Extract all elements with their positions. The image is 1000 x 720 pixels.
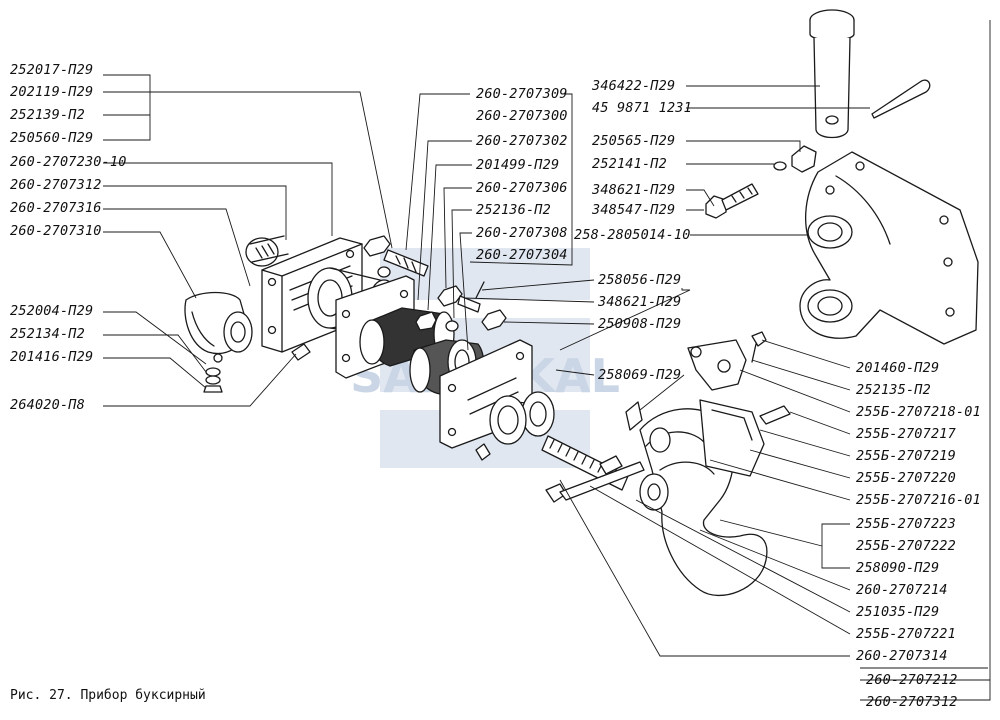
part-label: 260-2707310 <box>10 223 102 239</box>
part-label: 250565-П29 <box>592 133 676 149</box>
part-label: 264020-П8 <box>10 397 85 413</box>
part-label: 250560-П29 <box>10 130 94 146</box>
part-label: 258056-П29 <box>598 272 682 288</box>
part-label: 348621-П29 <box>598 294 682 310</box>
part-label: 260-2707302 <box>476 133 568 149</box>
part-label: 260-2707214 <box>856 582 948 598</box>
part-label: 258090-П29 <box>856 560 940 576</box>
part-label: 252004-П29 <box>10 303 94 319</box>
center-fasteners <box>363 235 507 332</box>
part-label: 255Б-2707217 <box>856 426 956 442</box>
part-label: 252136-П2 <box>476 202 551 218</box>
part-label: 258069-П29 <box>598 367 682 383</box>
mounting-bracket <box>799 151 979 345</box>
part-label: 260-2707304 <box>476 247 568 263</box>
part-label: 260-2707230-10 <box>10 154 127 170</box>
part-label: 201460-П29 <box>856 360 940 376</box>
part-label: 255Б-2707223 <box>856 516 956 532</box>
part-label: 260-2707306 <box>476 180 568 196</box>
left-small-fasteners <box>203 343 311 393</box>
part-label: 348547-П29 <box>592 202 676 218</box>
part-label: 346422-П29 <box>592 78 676 94</box>
part-label: 251035-П29 <box>856 604 940 620</box>
part-label: 260-2707300 <box>476 108 568 124</box>
part-label: 202119-П29 <box>10 84 94 100</box>
part-label: 260-2707309 <box>476 86 568 102</box>
part-label: 252134-П2 <box>10 326 85 342</box>
part-label: 260-2707312 <box>10 177 102 193</box>
part-label: 260-2707308 <box>476 225 568 241</box>
part-label: 252017-П29 <box>10 62 94 78</box>
part-label: 260-2707316 <box>10 200 102 216</box>
hitch-pin <box>809 9 931 139</box>
part-label: 252135-П2 <box>856 382 931 398</box>
tow-hook <box>625 331 791 597</box>
part-label: 255Б-2707220 <box>856 470 956 486</box>
part-label: 45 9871 1231 <box>592 100 692 116</box>
part-label: 250908-П29 <box>598 316 682 332</box>
part-label: 255Б-2707218-01 <box>856 404 981 420</box>
part-label: 260-2707312 <box>866 694 958 710</box>
part-label: 260-2707212 <box>866 672 958 688</box>
part-label: 255Б-2707216-01 <box>856 492 981 508</box>
part-label: 255Б-2707219 <box>856 448 956 464</box>
end-cap-part <box>184 291 253 363</box>
part-label: 258-2805014-10 <box>574 227 691 243</box>
part-label: 260-2707314 <box>856 648 948 664</box>
leader-lines <box>103 20 991 701</box>
threaded-rod <box>489 391 645 503</box>
part-label: 201499-П29 <box>476 157 560 173</box>
part-label: 255Б-2707222 <box>856 538 956 554</box>
part-label: 348621-П29 <box>592 182 676 198</box>
part-label: 201416-П29 <box>10 349 94 365</box>
part-label: 255Б-2707221 <box>856 626 956 642</box>
part-label: 252139-П2 <box>10 107 85 123</box>
figure-caption: Рис. 27. Прибор буксирный <box>10 688 206 703</box>
right-top-fasteners <box>705 145 817 219</box>
part-label: 252141-П2 <box>592 156 667 172</box>
